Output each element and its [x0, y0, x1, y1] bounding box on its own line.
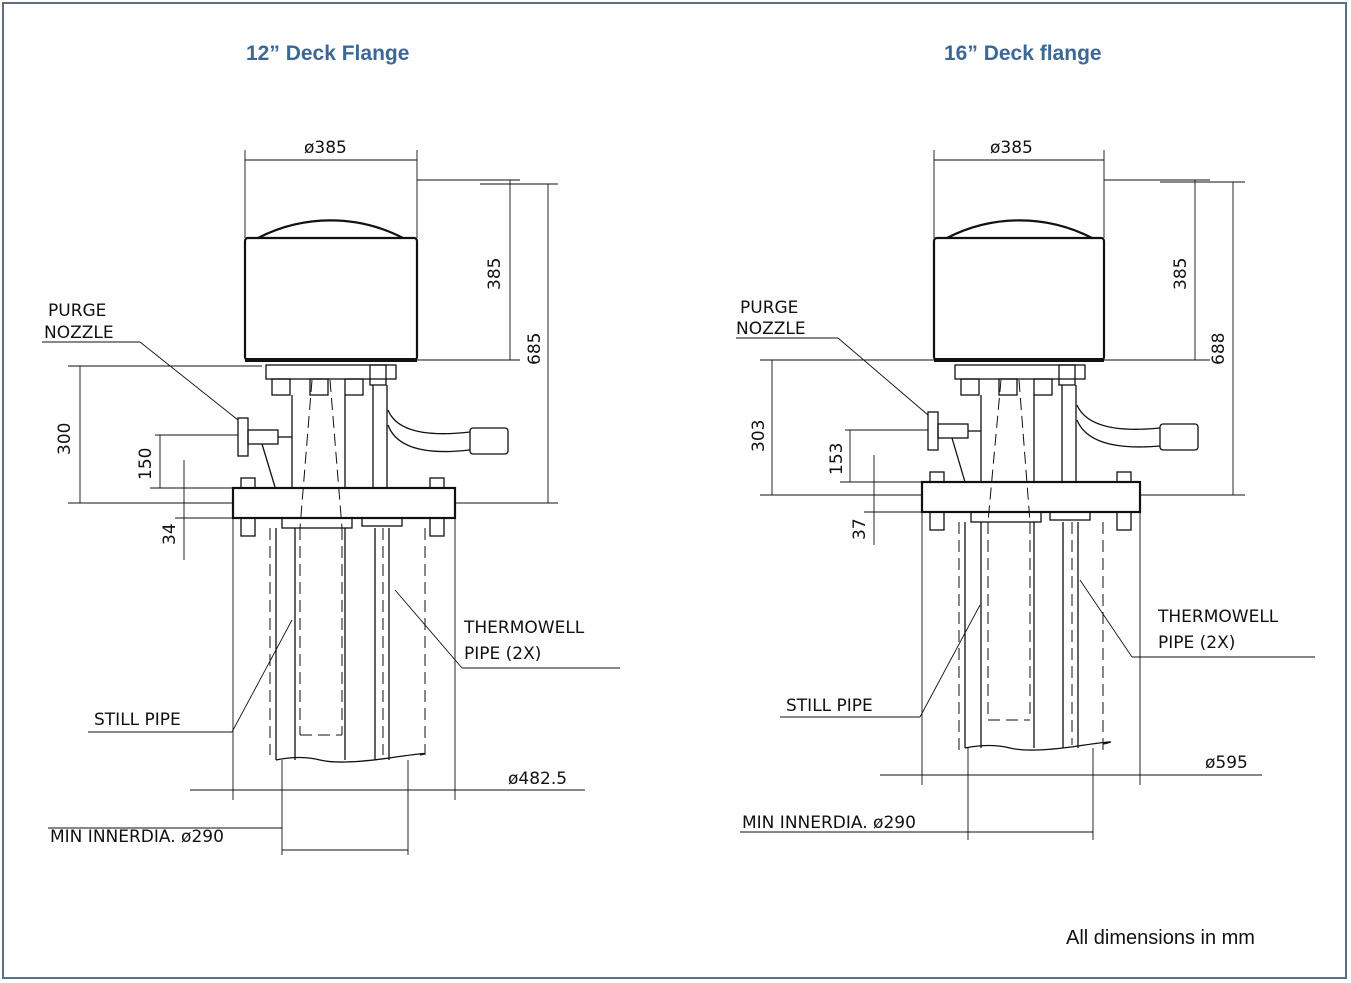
dim-height-150: 153: [827, 443, 847, 475]
panel-title-16-inch: 16” Deck flange: [944, 42, 1102, 65]
label-nozzle: NOZZLE: [44, 323, 114, 343]
dim-height-total: 685: [525, 333, 545, 365]
label-purge: PURGE: [740, 298, 798, 318]
dim-dome-diameter: ø385: [304, 138, 347, 158]
label-thermowell: THERMOWELL: [463, 618, 585, 638]
housing-body: [243, 236, 419, 362]
dim-height-dome: 385: [1171, 258, 1191, 290]
dim-flange-diameter: ø482.5: [508, 769, 567, 789]
dim-height-150: 150: [136, 448, 156, 480]
dome-cap: [257, 219, 404, 239]
label-thermowell: THERMOWELL: [1157, 607, 1279, 627]
dim-height-300: 303: [749, 420, 769, 452]
dome-cap: [946, 219, 1093, 239]
dim-height-34: 37: [850, 518, 870, 540]
dim-height-total: 688: [1209, 333, 1229, 365]
label-thermowell-pipe: PIPE (2X): [1158, 633, 1235, 653]
dim-min-inner-dia: MIN INNERDIA. ø290: [742, 813, 916, 833]
dim-flange-diameter: ø595: [1205, 753, 1248, 773]
housing-body: [932, 236, 1106, 362]
dim-height-34: 34: [160, 523, 180, 545]
label-still-pipe: STILL PIPE: [94, 710, 181, 730]
units-note: All dimensions in mm: [1066, 927, 1255, 949]
deck-flange: [231, 486, 457, 520]
label-nozzle: NOZZLE: [736, 319, 806, 339]
deck-flange: [920, 480, 1142, 514]
label-still-pipe: STILL PIPE: [786, 696, 873, 716]
label-purge: PURGE: [48, 301, 106, 321]
dim-height-300: 300: [55, 423, 75, 455]
drawing-12-inch: ø385 385 685 300 150 34 ø482.5 MIN INNER…: [42, 138, 620, 855]
label-thermowell-pipe: PIPE (2X): [464, 644, 541, 664]
drawing-16-inch: ø385 385 688 303 153 37 ø595 MIN INNERDI…: [736, 138, 1315, 840]
dim-height-dome: 385: [485, 258, 505, 290]
panel-title-12-inch: 12” Deck Flange: [246, 42, 410, 65]
dim-min-inner-dia: MIN INNERDIA. ø290: [50, 827, 224, 847]
dim-dome-diameter: ø385: [990, 138, 1033, 158]
